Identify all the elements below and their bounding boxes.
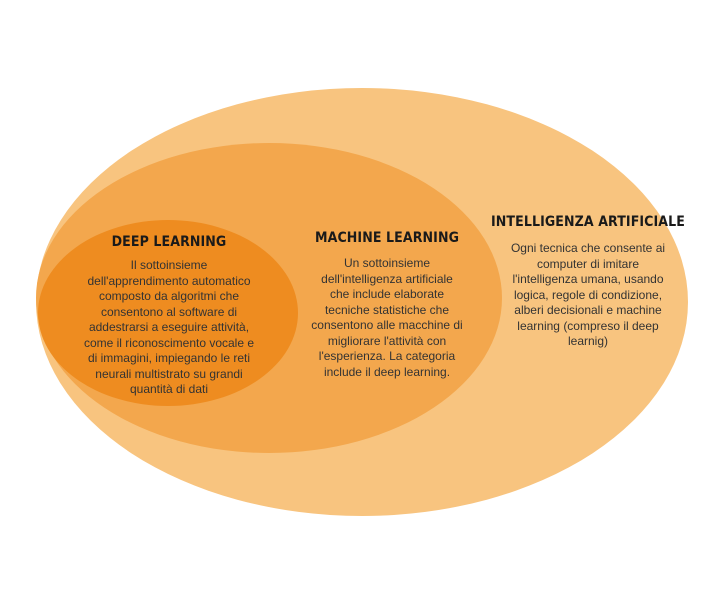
intelligenza-artificiale-block: INTELLIGENZA ARTIFICIALE Ogni tecnica ch… (488, 214, 688, 350)
machine-learning-block: MACHINE LEARNING Un sottoinsieme dell'in… (304, 230, 470, 380)
machine-learning-description: Un sottoinsieme dell'intelligenza artifi… (304, 256, 470, 380)
deep-learning-line: come il riconoscimento vocale e (83, 335, 255, 350)
intelligenza-artificiale-line: Ogni tecnica che consente ai (510, 241, 666, 255)
deep-learning-line: neurali multistrato su grandi (95, 366, 243, 381)
intelligenza-artificiale-description: Ogni tecnica che consente ai computer di… (488, 241, 688, 350)
machine-learning-line: l'esperienza. La categoria (318, 349, 456, 363)
machine-learning-line: Un sottoinsieme (343, 256, 431, 270)
intelligenza-artificiale-line: learnig) (567, 334, 609, 348)
deep-learning-description: Il sottoinsieme dell'apprendimento autom… (64, 258, 274, 398)
deep-learning-line: Il sottoinsieme (130, 258, 208, 272)
intelligenza-artificiale-line: logica, regole di condizione, (513, 287, 663, 302)
machine-learning-line: include il deep learning. (323, 364, 451, 379)
intelligenza-artificiale-line: l'intelligenza umana, usando (512, 272, 664, 286)
machine-learning-line: che include elaborate (329, 287, 445, 301)
intelligenza-artificiale-line: alberi decisionali e machine (514, 303, 662, 317)
ellipse-deep-learning (38, 220, 298, 406)
deep-learning-line: quantità di dati (129, 382, 209, 396)
intelligenza-artificiale-title: INTELLIGENZA ARTIFICIALE (491, 214, 685, 230)
deep-learning-line: consentono al software di (100, 304, 238, 319)
machine-learning-title: MACHINE LEARNING (314, 230, 460, 246)
intelligenza-artificiale-line: learning (compreso il deep (517, 318, 659, 333)
machine-learning-line: consentono alle macchine di (311, 318, 463, 332)
machine-learning-line: tecniche statistiche che (324, 302, 450, 317)
deep-learning-line: dell'apprendimento automatico (87, 273, 251, 288)
machine-learning-line: migliorare l'attività con (327, 333, 447, 348)
deep-learning-block: DEEP LEARNING Il sottoinsieme dell'appre… (64, 234, 274, 398)
deep-learning-line: di immagini, impiegando le reti (87, 351, 251, 365)
intelligenza-artificiale-line: computer di imitare (536, 256, 640, 271)
machine-learning-line: dell'intelligenza artificiale (321, 271, 453, 286)
deep-learning-line: composto da algoritmi che (98, 289, 240, 303)
deep-learning-title: DEEP LEARNING (111, 234, 227, 250)
deep-learning-line: addestrarsi a eseguire attività, (88, 320, 250, 334)
